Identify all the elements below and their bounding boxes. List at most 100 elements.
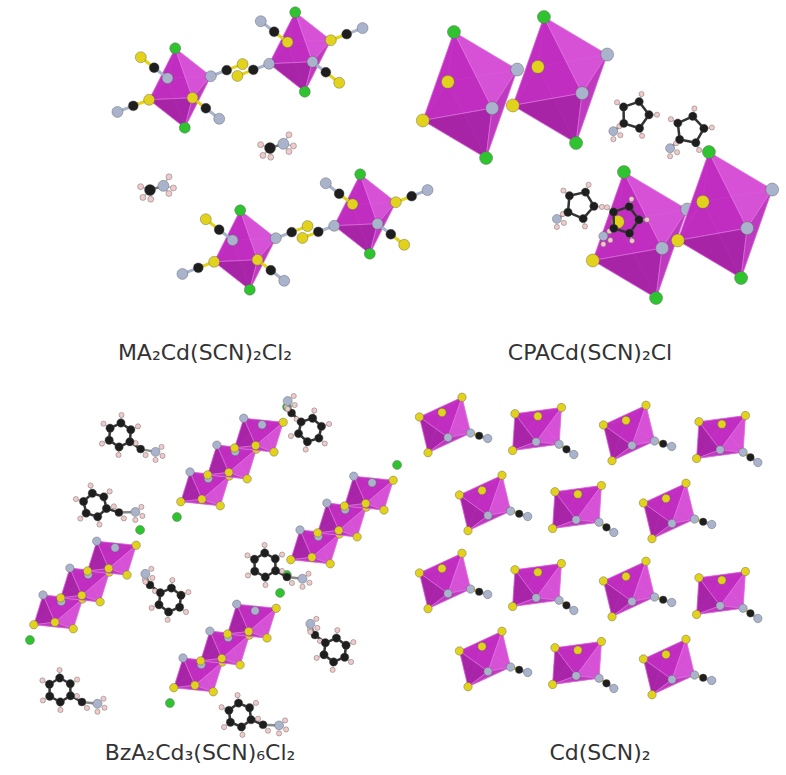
- atom: [708, 520, 716, 528]
- atom: [179, 654, 187, 662]
- atom: [288, 433, 293, 438]
- atom: [244, 627, 252, 635]
- atom: [696, 195, 709, 208]
- atom: [93, 513, 101, 521]
- atom: [563, 602, 571, 610]
- atom: [438, 564, 446, 572]
- atom: [83, 567, 91, 575]
- atom: [245, 704, 253, 712]
- atom: [236, 661, 244, 669]
- atom: [131, 507, 140, 516]
- atom: [599, 204, 604, 209]
- atom: [466, 585, 474, 593]
- atom: [209, 256, 220, 267]
- atom: [603, 524, 611, 532]
- atom: [96, 598, 104, 606]
- atom: [639, 91, 644, 96]
- atom: [282, 718, 287, 723]
- octahedron-face: [305, 40, 331, 91]
- atom: [265, 143, 276, 154]
- atom: [447, 26, 460, 39]
- octahedron: [228, 604, 277, 638]
- atom: [739, 604, 747, 612]
- atom: [107, 489, 112, 494]
- atom: [175, 603, 183, 611]
- atom: [106, 424, 114, 432]
- atom: [115, 443, 123, 451]
- atom: [480, 151, 493, 164]
- atom: [639, 499, 647, 507]
- atom: [415, 569, 423, 577]
- atom: [140, 513, 145, 518]
- atom: [151, 447, 160, 456]
- atom: [393, 460, 402, 469]
- atom: [532, 438, 540, 446]
- atom: [595, 674, 603, 682]
- structure-caption: BzA₂Cd₃(SCN)₆Cl₂: [105, 740, 296, 765]
- atom: [183, 609, 188, 614]
- atom: [115, 508, 123, 516]
- atom: [251, 567, 259, 575]
- atom: [747, 454, 755, 462]
- atom: [666, 144, 675, 153]
- structure-panel: [415, 393, 762, 699]
- octahedron-face: [652, 519, 695, 539]
- atom: [322, 441, 327, 446]
- atom: [255, 16, 266, 27]
- atom: [260, 152, 266, 158]
- atom: [225, 706, 233, 714]
- atom: [548, 680, 556, 688]
- octahedron-face: [459, 651, 488, 687]
- atom: [57, 667, 62, 672]
- atom: [599, 577, 607, 585]
- atom: [307, 56, 318, 67]
- atom: [741, 411, 749, 419]
- atom: [292, 402, 297, 407]
- atom: [372, 218, 383, 229]
- atom: [314, 655, 319, 660]
- atom: [458, 393, 466, 401]
- atom: [668, 598, 676, 606]
- atom: [177, 591, 185, 599]
- atom: [438, 408, 446, 416]
- octahedron: [345, 476, 394, 510]
- atom: [296, 526, 304, 534]
- octahedron-face: [576, 55, 607, 143]
- octahedron-face: [428, 433, 471, 453]
- atom: [141, 569, 150, 578]
- atom: [223, 630, 231, 638]
- atom: [216, 502, 224, 510]
- atom: [574, 490, 582, 498]
- atom: [531, 60, 544, 73]
- atom: [78, 591, 86, 599]
- atom: [179, 122, 190, 133]
- atom: [69, 625, 77, 633]
- octahedron: [593, 172, 687, 298]
- atom: [58, 707, 63, 712]
- atom: [668, 117, 673, 122]
- octahedron: [553, 486, 602, 529]
- atom: [126, 438, 134, 446]
- atom: [570, 136, 583, 149]
- octahedron-face: [370, 202, 396, 253]
- atom: [218, 654, 226, 662]
- atom: [225, 468, 233, 476]
- octahedron: [643, 639, 694, 694]
- octahedron: [419, 397, 470, 452]
- atom: [628, 597, 636, 605]
- atom: [484, 434, 492, 442]
- atom: [139, 504, 144, 509]
- atom: [361, 499, 369, 507]
- octahedron: [459, 631, 510, 686]
- atom: [261, 549, 269, 557]
- octahedron-face: [741, 190, 772, 278]
- atom: [716, 602, 724, 610]
- atom: [265, 728, 270, 733]
- octahedron: [149, 48, 211, 127]
- atom: [389, 476, 397, 484]
- octahedron: [88, 541, 137, 575]
- octahedron-face: [656, 210, 687, 298]
- atom: [642, 557, 650, 565]
- atom: [119, 412, 124, 417]
- atom: [572, 672, 580, 680]
